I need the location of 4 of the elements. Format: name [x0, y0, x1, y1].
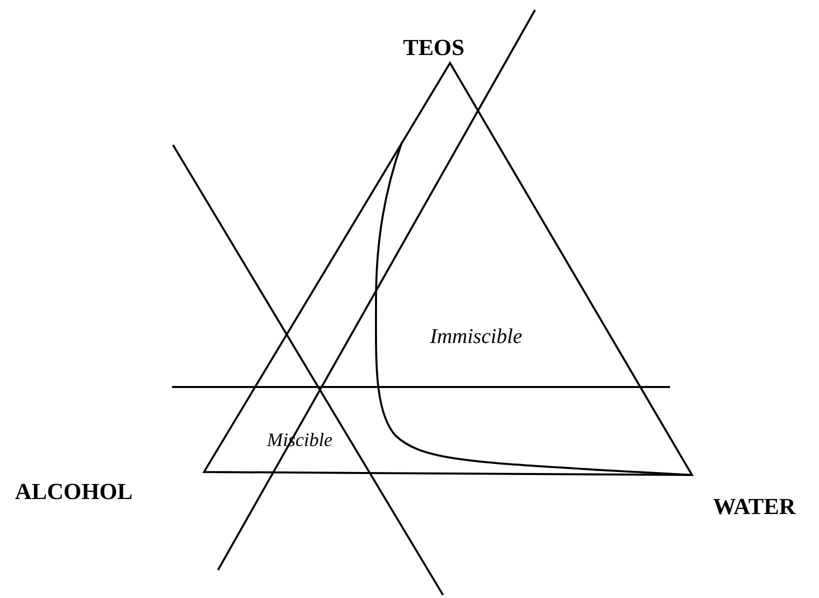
region-label: Immiscible — [430, 326, 522, 347]
vertex-label: ALCOHOL — [15, 480, 133, 503]
vertex-label: TEOS — [403, 36, 464, 59]
vertex-label: WATER — [713, 495, 796, 518]
